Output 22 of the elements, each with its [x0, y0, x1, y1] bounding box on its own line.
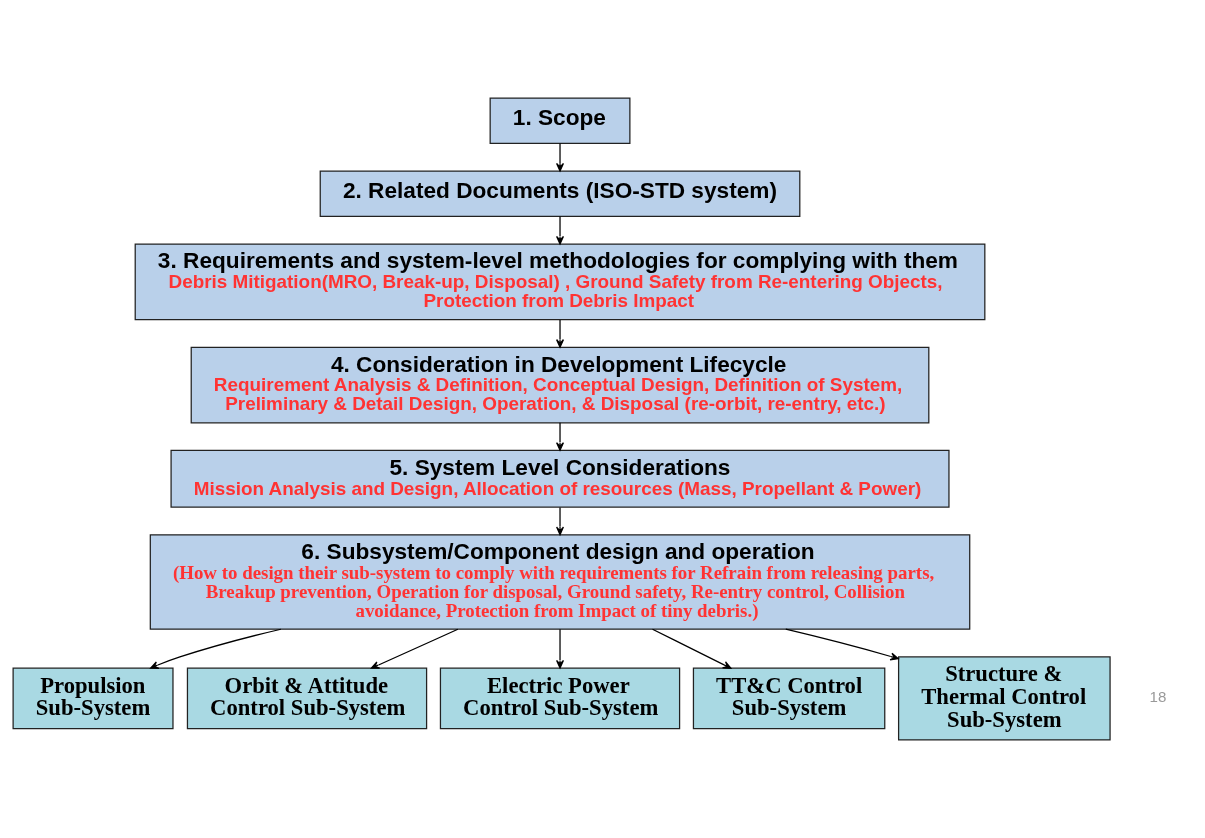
node-box: 3. Requirements and system-level methodologies for complying with them Debris Mitigation(MRO, Break-up, Disposal) , Ground Safety from Re-entering Objects, Protection from Debris Impact [134, 243, 986, 321]
node-box: Propulsion Sub-System [12, 667, 174, 730]
node-box: 5. System Level Considerations Mission Analysis and Design, Allocation of resources (Mass, Propellant & Power) [170, 449, 950, 508]
arrow [370, 628, 459, 669]
arrow [556, 422, 565, 451]
arrow [556, 215, 565, 245]
arrow [556, 506, 565, 536]
node-box: 6. Subsystem/Component design and operation (How to design their sub-system to comply with requirements for Refrain from releasing parts, Breakup prevention, Operation for disposal, Ground safety, Re-entry control, Collision avoidance, Protection from Impact of tiny debris.) [149, 534, 971, 630]
arrow [556, 319, 565, 348]
node-box: TT&C Control Sub-System [692, 667, 886, 730]
node-box: Structure & Thermal Control Sub-System [898, 656, 1111, 741]
node-box: Orbit & Attitude Control Sub-System [186, 667, 428, 730]
arrow [150, 628, 282, 669]
node-box: 4. Consideration in Development Lifecycle Requirement Analysis & Definition, Conceptual Design, Definition of System, Preliminary & Detail Design, Operation, & Disposal (re-orbit, re-entry, etc.) [190, 346, 930, 424]
node-box: 2. Related Documents (ISO-STD system) [319, 170, 801, 217]
node-box: 1. Scope [489, 97, 631, 144]
arrow [556, 142, 565, 172]
node-box: Electric Power Control Sub-System [439, 667, 681, 730]
arrow [556, 628, 565, 669]
arrow [785, 628, 899, 661]
label: 18 [1149, 688, 1167, 706]
arrow [651, 628, 732, 669]
